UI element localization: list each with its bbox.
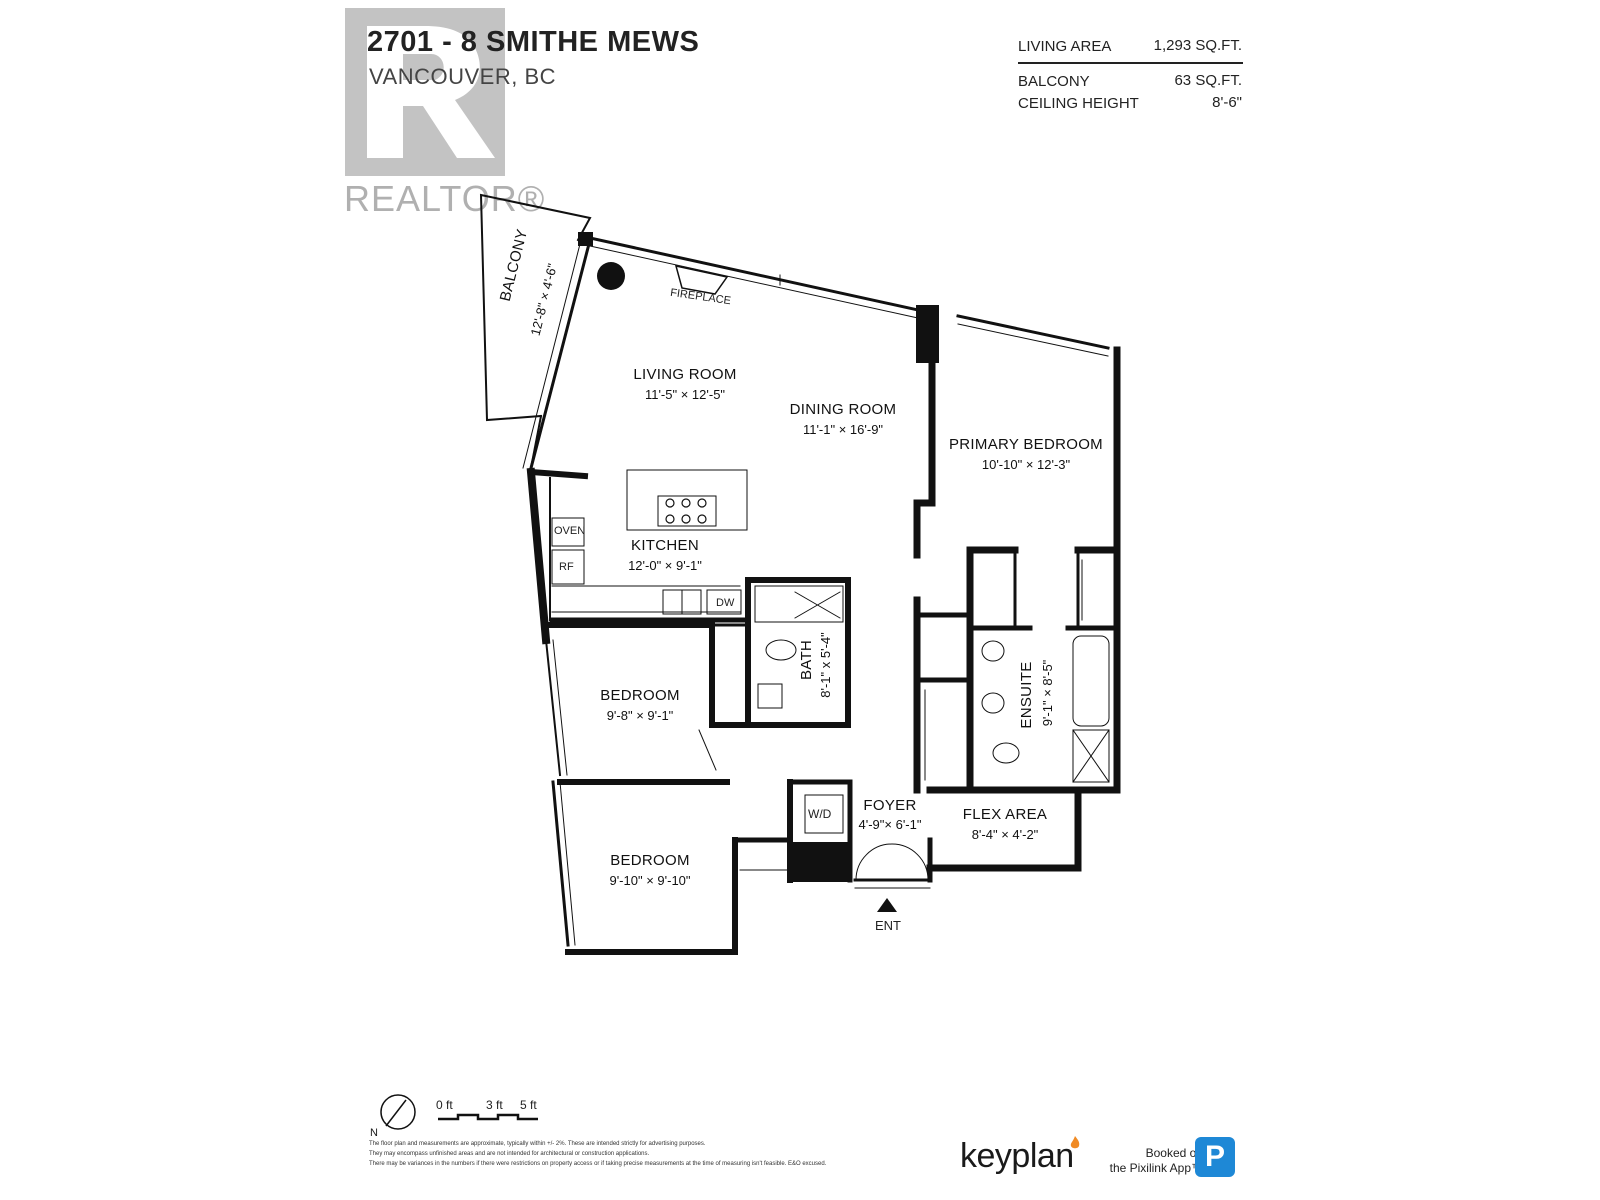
realtor-watermark-text: REALTOR® [344,178,546,219]
kitchen-dims: 12'-0" × 9'-1" [628,558,702,573]
balcony-outline [479,193,592,422]
pixilink-app-icon: P [1195,1137,1235,1177]
booked-line-1: Booked on [1145,1146,1203,1160]
bedroom-2-label: BEDROOM [610,852,690,869]
bedroom-2-dims: 9'-10" × 9'-10" [609,873,691,888]
bedroom-1-label: BEDROOM [600,687,680,704]
living-area-label: LIVING AREA [1018,38,1112,55]
dining-room-dims: 11'-1" × 16'-9" [802,422,884,437]
bath-dims: 8'-1" x 5'-4" [818,632,833,698]
keyplan-logo: keyplan [960,1137,1074,1175]
balcony-area-value: 63 SQ.FT. [1174,72,1242,89]
ceiling-height-value: 8'-6" [1212,94,1242,111]
living-room-dims: 11'-5" × 12'-5" [644,387,726,402]
disclaimer-line-3: There may be variances in the numbers if… [369,1161,827,1167]
entry-label: ENT [875,918,901,933]
scale-label-3: 3 ft [486,1098,503,1112]
disclaimer-line-2: They may encompass unfinished areas and … [369,1151,650,1157]
oven-label: OVEN [554,525,586,537]
scale-label-5: 5 ft [520,1098,537,1112]
flex-area-dims: 8'-4" × 4'-2" [971,827,1039,842]
primary-bedroom-dims: 10'-10" × 12'-3" [981,457,1071,472]
foyer-label: FOYER [863,797,917,814]
bedroom-1-dims: 9'-8" × 9'-1" [606,708,674,723]
realtor-logo [345,8,505,176]
compass-north-label: N [370,1127,378,1139]
foyer-dims: 4'-9"× 6'-1" [858,817,922,832]
scale-bar [438,1113,538,1121]
washer-dryer-label: W/D [808,807,832,821]
ceiling-height-label: CEILING HEIGHT [1018,95,1139,112]
ensuite-dims: 9'-1" × 8'-5" [1040,659,1055,727]
keyplan-flame-icon [1070,1136,1080,1149]
disclaimer-line-1: The floor plan and measurements are appr… [369,1141,706,1147]
info-divider [1018,62,1243,64]
north-compass-icon [380,1094,416,1130]
fridge-label: RF [559,561,574,573]
bath-label: BATH [798,639,815,681]
page-title: 2701 - 8 SMITHE MEWS [367,26,700,58]
primary-bedroom-label: PRIMARY BEDROOM [949,436,1103,453]
ensuite-label: ENSUITE [1018,661,1035,729]
flex-area-label: FLEX AREA [962,806,1048,823]
dishwasher-label: DW [716,597,735,609]
living-area-value: 1,293 SQ.FT. [1153,37,1242,54]
page-subtitle: VANCOUVER, BC [369,64,557,89]
kitchen-label: KITCHEN [631,537,699,554]
scale-label-0: 0 ft [436,1098,453,1112]
booked-line-2: the Pixilink App™ [1109,1161,1203,1175]
living-room-label: LIVING ROOM [633,366,737,383]
booked-on-text: Booked on the Pixilink App™ [1083,1146,1203,1176]
dining-room-label: DINING ROOM [789,401,897,418]
balcony-area-label: BALCONY [1018,73,1090,90]
